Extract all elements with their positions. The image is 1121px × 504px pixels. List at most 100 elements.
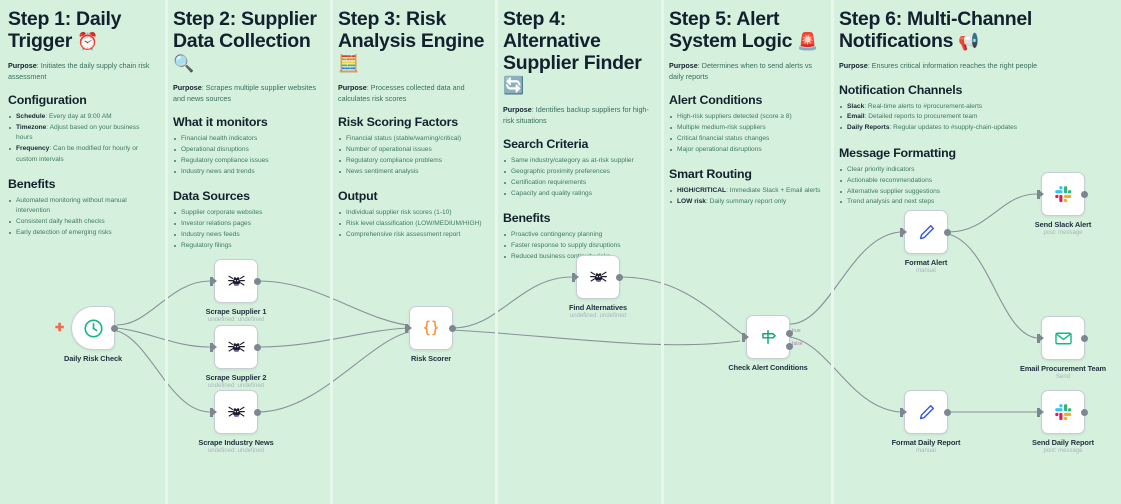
output-port[interactable] <box>111 324 118 332</box>
input-port[interactable] <box>210 276 217 286</box>
section-heading: What it monitors <box>173 114 268 129</box>
output-port[interactable] <box>944 408 951 416</box>
input-port[interactable] <box>900 407 907 417</box>
node-find-alternatives[interactable]: Find Alternatives undefined: undefined <box>569 255 656 319</box>
output-port-false[interactable]: false <box>786 341 803 350</box>
list-item: Financial health indicators <box>173 134 320 144</box>
column-title: Step 5: Alert System Logic 🚨 <box>669 8 819 53</box>
output-port[interactable] <box>1081 408 1088 416</box>
list-item-lead: Daily Reports <box>847 124 890 132</box>
node-body[interactable] <box>1037 172 1088 216</box>
spider-icon <box>227 275 245 286</box>
section-list: Slack: Real-time alerts to #procurement-… <box>839 102 1111 134</box>
list-item-lead: LOW risk <box>677 197 706 205</box>
output-port[interactable] <box>254 408 261 416</box>
output-port[interactable] <box>254 277 261 285</box>
node-subtitle: manual <box>916 448 936 454</box>
spider-icon <box>589 271 607 282</box>
node-body[interactable] <box>210 390 261 434</box>
list-item: Supplier corporate websites <box>173 208 320 218</box>
node-body[interactable] <box>1037 390 1088 434</box>
list-item: Frequency: Can be modified for hourly or… <box>8 144 155 165</box>
column-title-emoji: 🔄 <box>503 76 524 96</box>
output-port[interactable] <box>944 228 951 236</box>
column-title-emoji: ⏰ <box>77 32 98 52</box>
column-title-emoji: 📢 <box>958 32 980 52</box>
output-port[interactable] <box>1081 190 1088 198</box>
list-item: LOW risk: Daily summary report only <box>669 197 821 207</box>
node-daily-risk-check[interactable]: ✚ Daily Risk Check <box>55 306 151 363</box>
add-node-plus-icon[interactable]: ✚ <box>55 322 65 334</box>
list-item: Investor relations pages <box>173 219 320 229</box>
list-item: Critical financial status changes <box>669 134 821 144</box>
column-purpose: Purpose: Determines when to send alerts … <box>669 61 813 81</box>
node-send-daily-report[interactable]: Send Daily Report post: message <box>1032 390 1121 454</box>
input-port[interactable] <box>1037 189 1044 199</box>
section-heading: Search Criteria <box>503 137 589 151</box>
node-scrape-industry-news[interactable]: Scrape Industry News undefined: undefine… <box>198 390 311 454</box>
documentation-columns: Step 1: Daily Trigger ⏰Purpose: Initiate… <box>0 0 1121 274</box>
node-subtitle: undefined: undefined <box>207 448 265 454</box>
list-item: Individual supplier risk scores (1-10) <box>338 208 485 218</box>
section-heading: Smart Routing <box>669 167 752 182</box>
node-body[interactable] <box>900 210 951 254</box>
list-item: Geographic proximity preferences <box>503 167 651 177</box>
doc-column-6: Step 6: Multi-Channel Notifications 📢Pur… <box>831 0 1121 274</box>
list-item: Industry news feeds <box>173 230 320 240</box>
input-port[interactable] <box>900 227 907 237</box>
input-port[interactable] <box>1037 407 1044 417</box>
node-body[interactable] <box>1037 316 1088 360</box>
node-body[interactable] <box>572 255 623 299</box>
input-port[interactable] <box>572 272 579 282</box>
output-port[interactable] <box>449 324 456 332</box>
node-label: Daily Risk Check <box>64 354 122 363</box>
doc-column-2: Step 2: Supplier Data Collection 🔍Purpos… <box>165 0 330 274</box>
column-title: Step 6: Multi-Channel Notifications 📢 <box>839 8 1033 53</box>
node-label: Email Procurement Team <box>1020 364 1106 373</box>
node-email-procurement-team[interactable]: Email Procurement Team Send <box>1020 316 1121 380</box>
input-port[interactable] <box>1037 333 1044 343</box>
input-port[interactable] <box>210 342 217 352</box>
node-body[interactable] <box>900 390 951 434</box>
section-list: HIGH/CRITICAL: Immediate Slack + Email a… <box>669 186 821 207</box>
column-title-emoji: 🔍 <box>173 54 194 74</box>
list-item: Timezone: Adjust based on your business … <box>8 123 155 144</box>
list-item-lead: Schedule <box>16 112 46 120</box>
node-scrape-supplier-1[interactable]: Scrape Supplier 1 undefined: undefined <box>206 259 297 323</box>
node-body[interactable] <box>210 259 261 303</box>
list-item: Regulatory compliance issues <box>173 156 320 166</box>
output-port[interactable] <box>616 273 623 281</box>
node-body[interactable]: true false <box>742 315 803 359</box>
node-send-slack-alert[interactable]: Send Slack Alert post: message <box>1035 172 1119 236</box>
list-item: Operational disruptions <box>173 145 320 155</box>
column-purpose: Purpose: Identifies backup suppliers for… <box>503 105 649 125</box>
node-scrape-supplier-2[interactable]: Scrape Supplier 2 undefined: undefined <box>206 325 297 389</box>
list-item: News sentiment analysis <box>338 167 485 177</box>
list-item: Faster response to supply disruptions <box>503 241 651 251</box>
list-item: Schedule: Every day at 9:00 AM <box>8 112 155 122</box>
node-format-daily-report[interactable]: Format Daily Report manual <box>892 390 995 454</box>
input-port[interactable] <box>405 323 412 333</box>
node-format-alert[interactable]: Format Alert manual <box>900 210 968 274</box>
section-list: Same industry/category as at-risk suppli… <box>503 156 651 199</box>
list-item: Industry news and trends <box>173 167 320 177</box>
node-body[interactable]: ✚ <box>55 306 118 350</box>
output-port[interactable] <box>254 343 261 351</box>
input-port[interactable] <box>742 332 749 342</box>
list-item: Major operational disruptions <box>669 145 821 155</box>
doc-column-1: Step 1: Daily Trigger ⏰Purpose: Initiate… <box>0 0 165 274</box>
node-subtitle: post: message <box>1043 230 1083 236</box>
input-port[interactable] <box>210 407 217 417</box>
section-heading: Benefits <box>8 176 56 191</box>
output-port-true[interactable]: true <box>786 328 801 337</box>
output-port[interactable] <box>1081 334 1088 342</box>
list-item-lead: HIGH/CRITICAL <box>677 187 727 195</box>
list-item: Early detection of emerging risks <box>8 228 155 238</box>
node-check-alert-conditions[interactable]: true false Check Alert Conditions <box>728 315 847 372</box>
node-risk-scorer[interactable]: Risk Scorer <box>405 306 471 363</box>
node-body[interactable] <box>210 325 261 369</box>
node-body[interactable] <box>405 306 456 350</box>
